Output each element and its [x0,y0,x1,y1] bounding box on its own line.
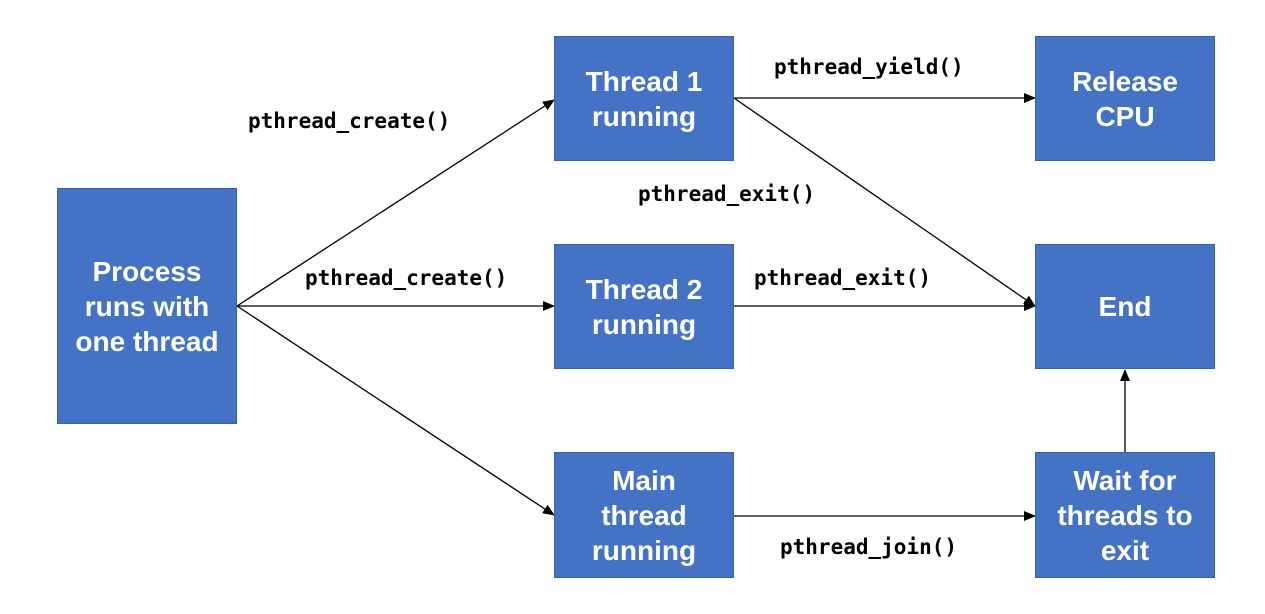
node-end: End [1035,244,1215,369]
edge-label-exit-thread2: pthread_exit() [754,266,932,290]
edge-label-create-thread1: pthread_create() [248,109,451,133]
node-thread2: Thread 2 running [554,244,734,369]
edge-label-yield: pthread_yield() [774,55,964,79]
node-release-cpu-label: Release CPU [1072,65,1178,132]
node-thread1: Thread 1 running [554,36,734,161]
edge-create-thread1 [236,99,555,307]
node-end-label: End [1098,291,1152,322]
node-wait-label: Wait for threads to exit [1057,464,1193,566]
edge-create-main [236,305,555,516]
node-main-thread: Main thread running [554,452,734,578]
node-thread2-label: Thread 2 running [585,273,703,340]
node-release-cpu: Release CPU [1035,36,1215,161]
node-main-thread-label: Main thread running [591,464,697,566]
node-thread1-label: Thread 1 running [585,65,703,132]
node-wait: Wait for threads to exit [1035,452,1215,578]
node-process: Process runs with one thread [57,188,237,424]
node-process-label: Process runs with one thread [75,255,219,357]
edge-label-exit-thread1: pthread_exit() [638,182,816,206]
edge-label-create-thread2: pthread_create() [305,266,508,290]
edge-label-join: pthread_join() [780,535,958,559]
edge-exit-thread1 [733,97,1036,307]
